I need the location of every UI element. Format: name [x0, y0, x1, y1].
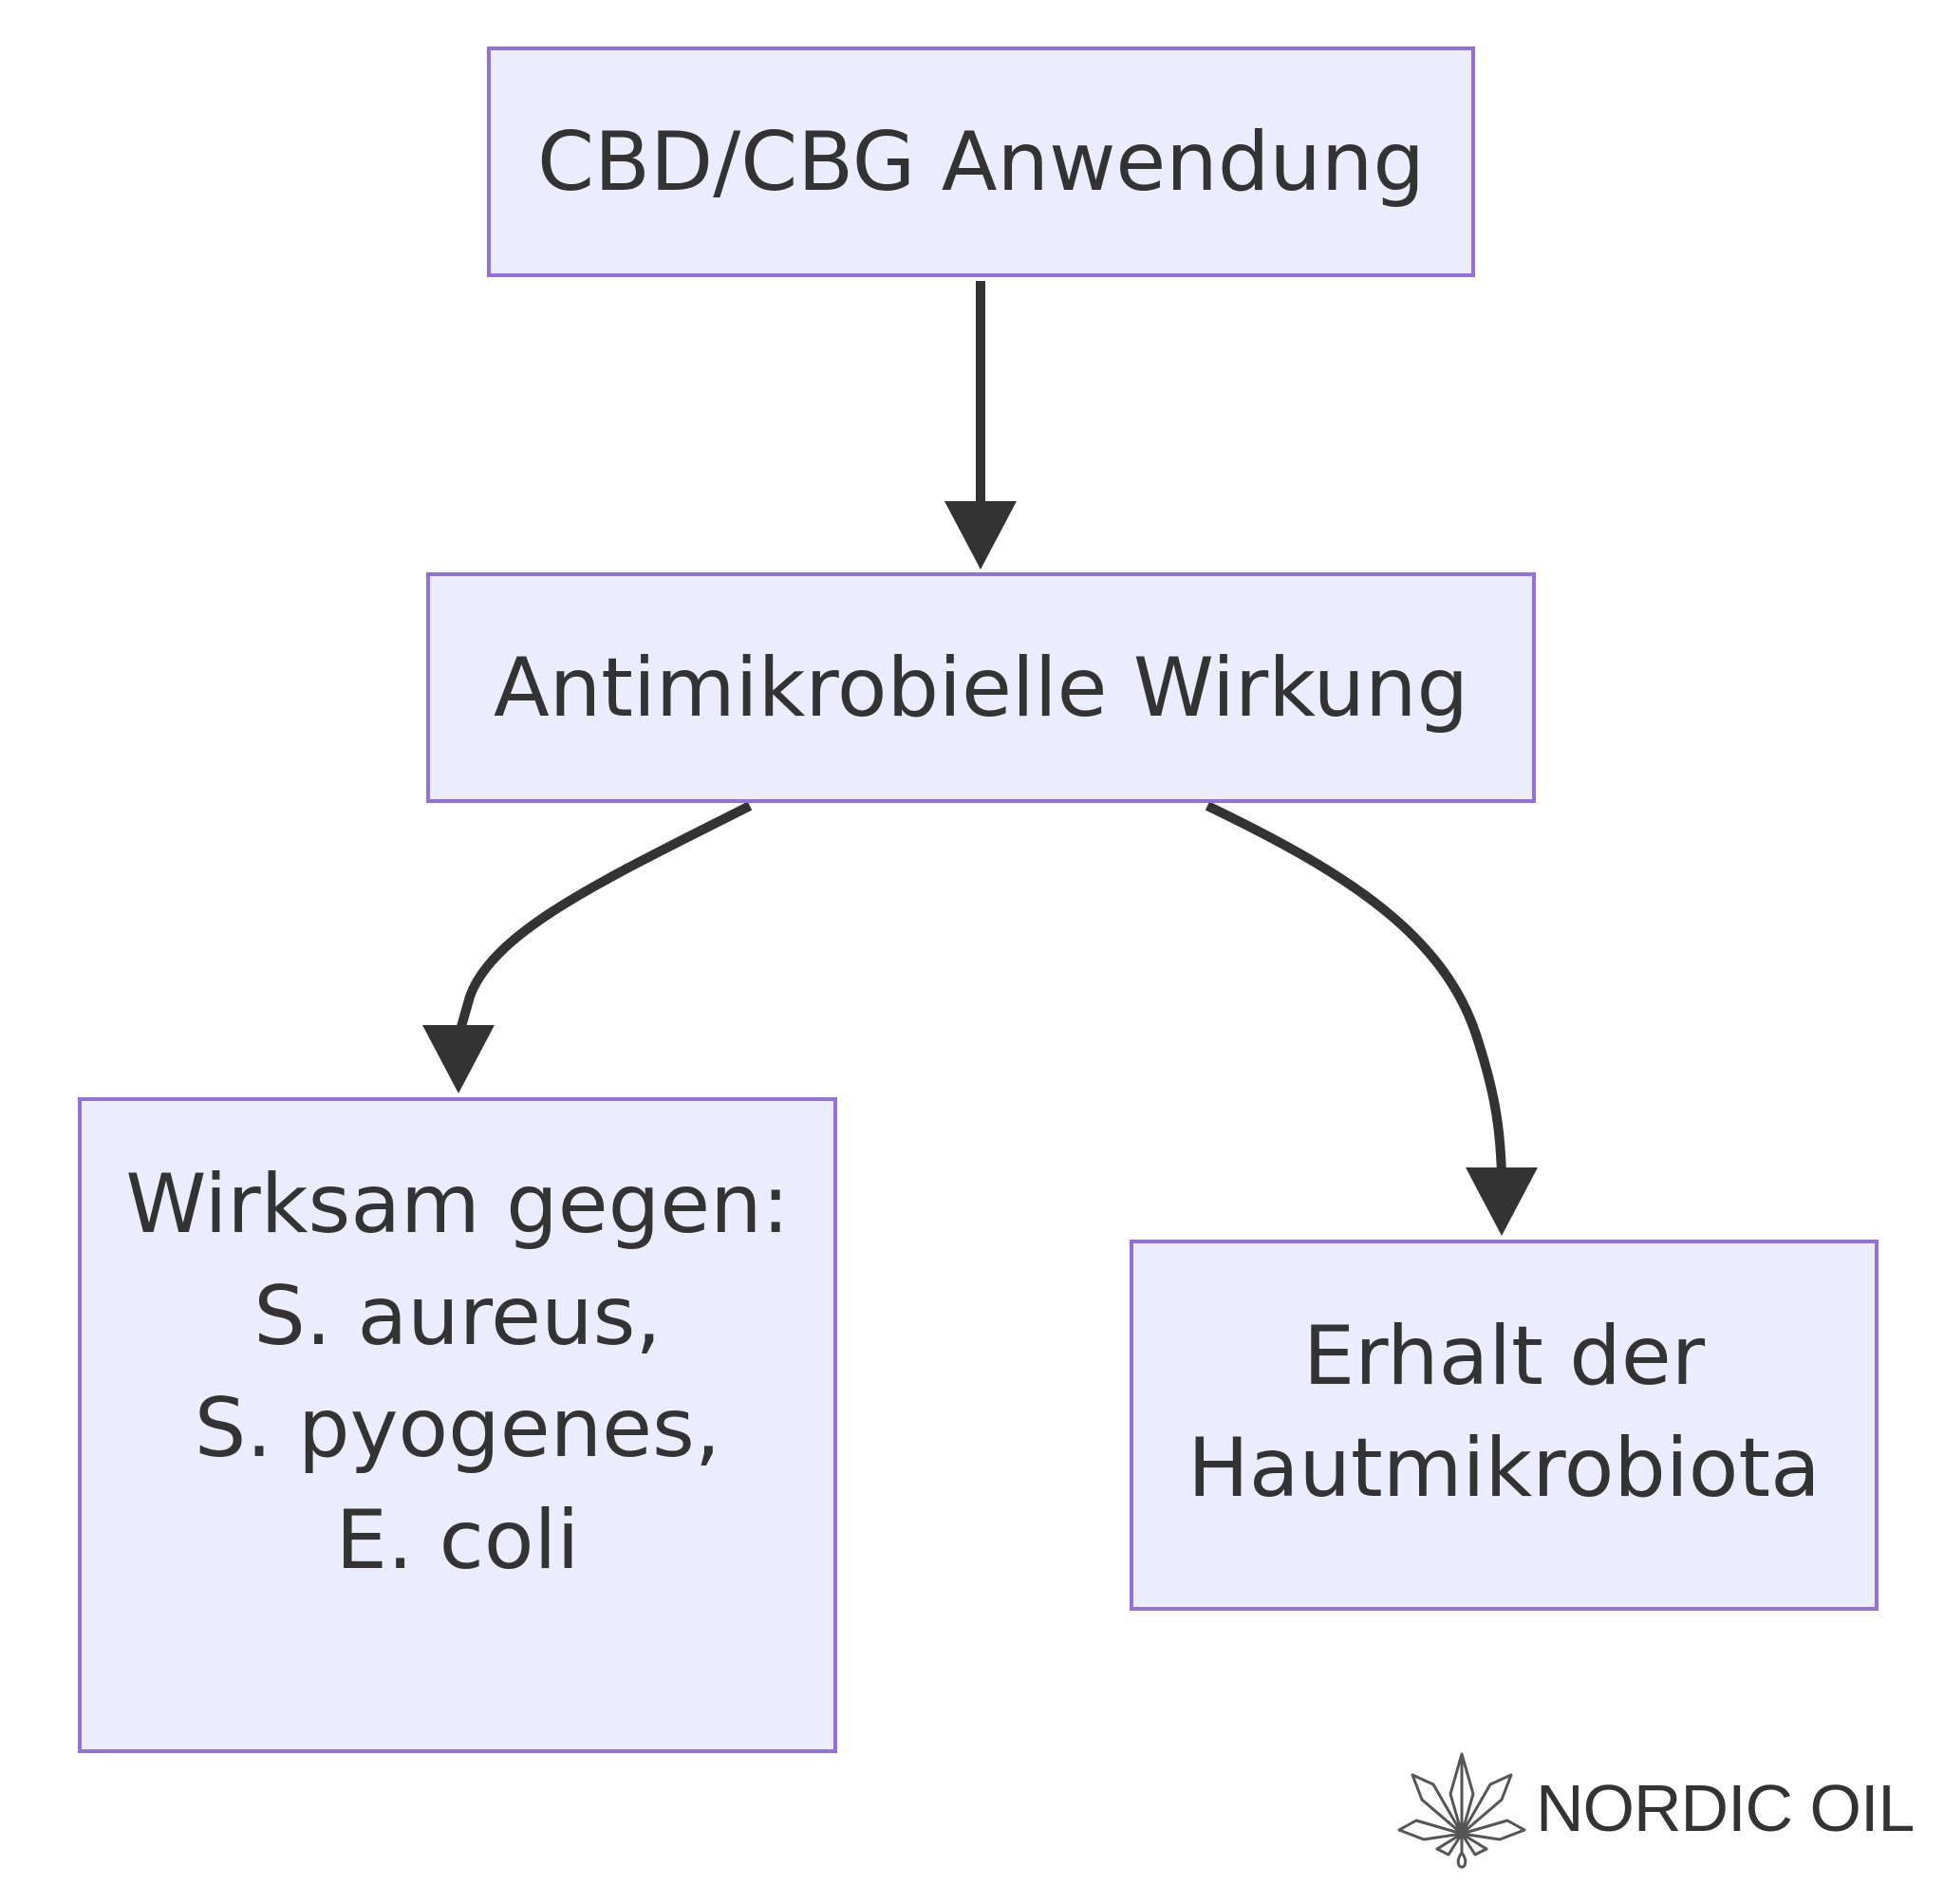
node-text-line: Antimikrobielle Wirkung — [493, 640, 1469, 736]
node-wirksam-gegen: Wirksam gegen: S. aureus, S. pyogenes, E… — [78, 1097, 837, 1753]
edge-anti-to-wirksam — [456, 801, 753, 1032]
node-text-line: S. aureus, — [253, 1269, 662, 1364]
node-label: Wirksam gegen: S. aureus, S. pyogenes, E… — [125, 1148, 789, 1596]
node-text-line: S. pyogenes, — [194, 1381, 721, 1476]
node-text-line: E. coli — [335, 1493, 580, 1588]
arrowhead-anti-to-wirksam — [422, 1025, 495, 1093]
node-erhalt-hautmikrobiota: Erhalt der Hautmikrobiota — [1130, 1240, 1879, 1611]
node-cbd-cbg-anwendung: CBD/CBG Anwendung — [487, 47, 1475, 277]
brand-name: NORDIC OIL — [1536, 1771, 1915, 1845]
arrowhead-cbd-to-anti — [944, 501, 1017, 569]
cannabis-leaf-icon — [1397, 1752, 1526, 1869]
node-text-line: CBD/CBG Anwendung — [536, 114, 1426, 210]
edge-anti-to-erhalt — [1205, 801, 1506, 1173]
node-antimikrobielle-wirkung: Antimikrobielle Wirkung — [426, 572, 1536, 803]
node-text-line: Erhalt der — [1302, 1309, 1706, 1404]
arrowhead-anti-to-erhalt — [1466, 1167, 1538, 1236]
node-text-line: Hautmikrobiota — [1187, 1421, 1821, 1516]
node-label: CBD/CBG Anwendung — [537, 106, 1425, 218]
node-label: Erhalt der Hautmikrobiota — [1187, 1300, 1821, 1524]
brand-logo: NORDIC OIL — [1395, 1746, 1915, 1870]
node-label: Antimikrobielle Wirkung — [494, 632, 1468, 744]
node-text-line: Wirksam gegen: — [125, 1157, 790, 1252]
